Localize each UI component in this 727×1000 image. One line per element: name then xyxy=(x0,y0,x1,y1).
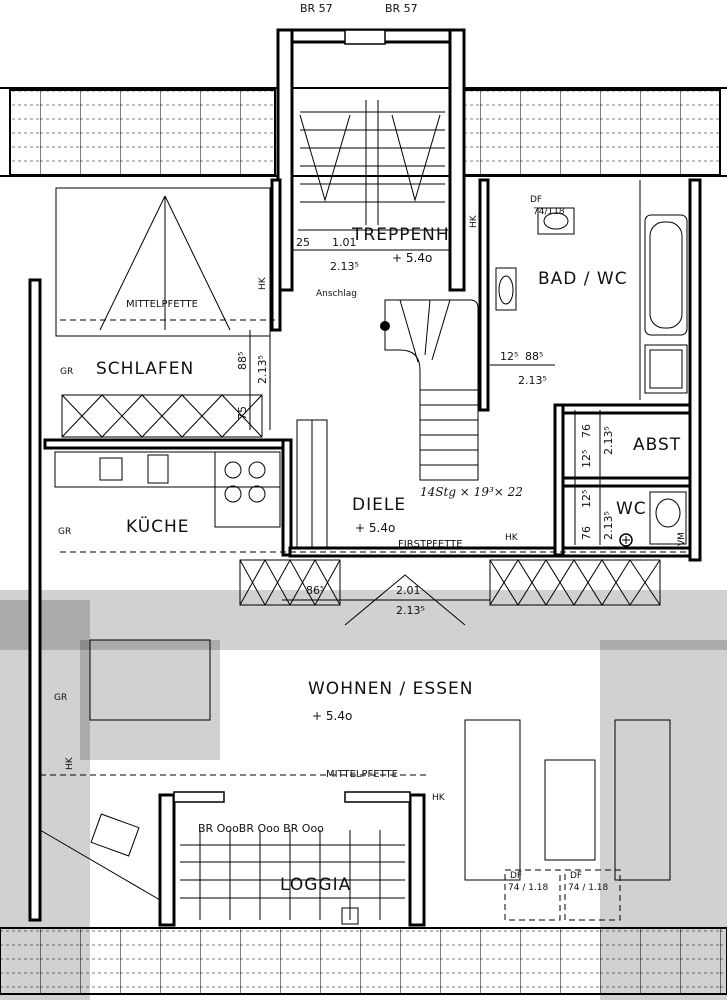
df-boxes xyxy=(504,869,621,921)
label-df-right: DF xyxy=(570,871,582,881)
wc-toilet xyxy=(619,491,687,547)
room-label-wohnen-essen: WOHNEN / ESSEN xyxy=(308,679,473,699)
label-br-top-left: BR 57 xyxy=(300,2,333,15)
label-hk-3: HK xyxy=(505,533,519,543)
dim-2135-bad: 2.13⁵ xyxy=(518,374,547,387)
dim-25: 25 xyxy=(296,236,310,249)
firstpfette-band xyxy=(60,551,690,626)
label-df-bad-size: 74/118 xyxy=(533,207,565,217)
room-label-treppenhaus: TREPPENH xyxy=(351,225,450,245)
dim-865: 86⁵ xyxy=(306,584,324,597)
dim-2135-wc: 2.13⁵ xyxy=(602,511,615,540)
dim-125-abst: 12⁵ xyxy=(580,450,593,468)
roof-band-top xyxy=(0,87,727,177)
dim-885-bad: 88⁵ xyxy=(525,350,543,363)
loggia xyxy=(158,791,426,927)
label-hk-5: HK xyxy=(432,793,446,803)
dim-2135-diele: 2.13⁵ xyxy=(396,604,425,617)
diele-cabinet xyxy=(296,419,328,549)
label-anschlag: Anschlag xyxy=(316,289,357,299)
level-treppenhaus: + 5.4o xyxy=(392,251,432,265)
label-df-left: DF xyxy=(510,871,522,881)
dim-125-bad: 12⁵ xyxy=(500,350,518,363)
label-gr-1: GR xyxy=(60,367,73,377)
room-label-wc: WC xyxy=(616,499,647,519)
label-hk-2: HK xyxy=(258,276,268,290)
stairwell xyxy=(276,28,466,292)
label-df-bad: DF xyxy=(530,195,542,205)
room-label-kueche: KÜCHE xyxy=(126,515,190,537)
dim-2135-schlafen: 2.13⁵ xyxy=(256,355,269,384)
room-label-bad-wc: BAD / WC xyxy=(538,269,628,289)
dim-2135-abst: 2.13⁵ xyxy=(602,426,615,455)
label-gr-2: GR xyxy=(58,527,71,537)
label-stairs-note: 14Stg × 19³× 22 xyxy=(420,485,523,499)
dimension-lines xyxy=(249,249,601,601)
label-mittelpfette-top: MITTELPFETTE xyxy=(126,299,198,310)
dim-101: 1.01 xyxy=(332,236,357,249)
room-label-abst: ABST xyxy=(633,435,681,455)
dim-76-abst: 76 xyxy=(580,424,593,438)
label-vm: VM xyxy=(677,532,687,546)
kitchen xyxy=(54,451,281,528)
dim-76-wc: 76 xyxy=(580,526,593,540)
dim-201: 2.01 xyxy=(396,584,421,597)
label-br-loggia: BR OooBR Ooo BR Ooo xyxy=(198,822,324,835)
walls xyxy=(28,178,702,922)
label-gr-3: GR xyxy=(54,693,67,703)
label-firstpfette: FIRSTPFETTE xyxy=(398,539,463,550)
level-diele: + 5.4o xyxy=(355,521,395,535)
spiral-stair xyxy=(380,299,479,481)
bath-sink xyxy=(495,207,575,311)
room-label-diele: DIELE xyxy=(352,495,406,515)
label-hk-4: HK xyxy=(65,756,75,770)
living-furniture xyxy=(39,639,671,901)
dim-213-stair: 2.13⁵ xyxy=(330,260,359,273)
room-label-loggia: LOGGIA xyxy=(280,875,351,895)
label-hk-1: HK xyxy=(469,214,479,228)
dim-125-wc: 12⁵ xyxy=(580,490,593,508)
label-br-top-right: BR 57 xyxy=(385,2,418,15)
label-df-right-size: 74 / 1.18 xyxy=(568,883,609,893)
bathtub xyxy=(644,214,688,394)
schlafen-truss xyxy=(55,187,275,337)
label-mittelpfette-bottom: MITTELPFETTE xyxy=(326,769,398,780)
dim-75: 75 xyxy=(236,406,249,420)
wardrobe-schlafen xyxy=(61,394,263,438)
label-df-left-size: 74 / 1.18 xyxy=(508,883,549,893)
roof-band-bottom xyxy=(0,927,727,995)
level-wohnen-essen: + 5.4o xyxy=(312,709,352,723)
room-label-schlafen: SCHLAFEN xyxy=(96,359,194,379)
dim-885-schlafen: 88⁵ xyxy=(236,352,249,370)
